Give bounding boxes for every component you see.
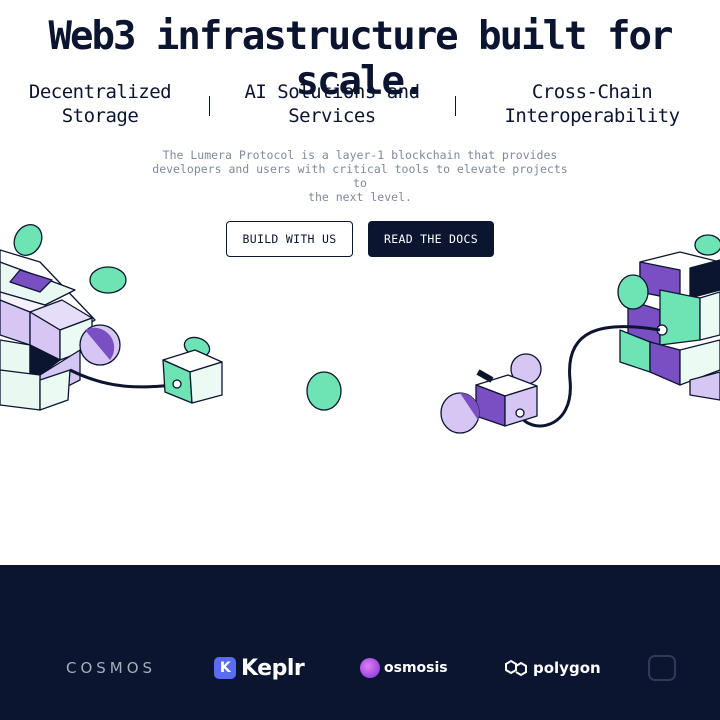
cube-cluster-left-icon: [0, 249, 121, 411]
feature-label-line1: Cross-Chain: [531, 81, 653, 103]
keplr-wordmark: Keplr: [241, 655, 305, 681]
hero-description: The Lumera Protocol is a layer-1 blockch…: [150, 148, 570, 204]
feature-label-line2: Interoperability: [504, 105, 680, 127]
hero-illustration: [0, 224, 720, 434]
feature-decentralized-storage: Decentralized Storage: [10, 80, 190, 128]
feature-cross-chain: Cross-Chain Interoperability: [486, 80, 698, 128]
feature-divider: [455, 96, 456, 116]
feature-label-line1: Decentralized: [28, 81, 172, 103]
build-with-us-button[interactable]: BUILD WITH US: [226, 221, 353, 257]
partner-logo-partial[interactable]: [648, 655, 676, 681]
keplr-logo[interactable]: K Keplr: [214, 655, 305, 681]
feature-label-line1: AI Solutions and: [244, 81, 420, 103]
small-cube-right-icon: [440, 325, 661, 434]
osmosis-logo[interactable]: osmosis: [360, 655, 448, 681]
feature-divider: [209, 96, 210, 116]
description-line: the next level.: [308, 190, 412, 204]
cosmos-wordmark: COSMOS: [66, 659, 157, 677]
description-line: The Lumera Protocol is a layer-1 blockch…: [162, 148, 558, 162]
osmosis-logo-icon: [360, 658, 380, 678]
feature-label-line2: Storage: [61, 105, 139, 127]
cosmos-logo[interactable]: COSMOS: [66, 655, 156, 681]
keplr-logo-icon: K: [214, 657, 236, 679]
partner-logo-icon: [648, 655, 676, 681]
osmosis-wordmark: osmosis: [384, 660, 448, 676]
small-cube-left-icon: [69, 349, 223, 404]
feature-ai-solutions: AI Solutions and Services: [226, 80, 438, 128]
hero-title: Web3 infrastructure built for scale.: [48, 14, 674, 104]
cube-cluster-right-icon: [617, 234, 720, 401]
feature-label-line2: Services: [288, 105, 376, 127]
description-line: developers and users with critical tools…: [152, 162, 568, 190]
polygon-logo-icon: [505, 659, 527, 677]
polygon-logo[interactable]: polygon: [503, 655, 601, 681]
polygon-wordmark: polygon: [533, 659, 601, 677]
read-the-docs-button[interactable]: READ THE DOCS: [368, 221, 494, 257]
partners-band: [0, 565, 720, 720]
coin-icon: [13, 224, 342, 411]
